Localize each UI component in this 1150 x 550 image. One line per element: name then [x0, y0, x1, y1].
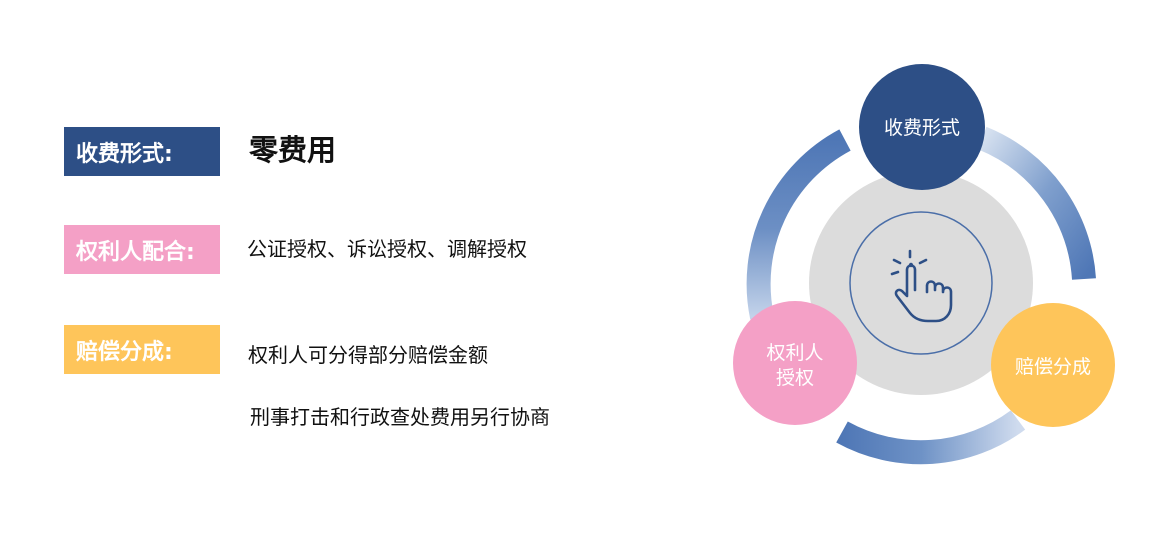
node-rights-holder-auth — [733, 301, 857, 425]
hand-click-icon — [890, 249, 953, 323]
ring-arc-top-right — [977, 126, 1096, 280]
fee-form-label: 收费形式: — [64, 127, 220, 176]
ring-arc-left — [746, 129, 851, 320]
fee-form-value: 零费用 — [249, 133, 337, 167]
node-rights-holder-auth-label-2: 授权 — [776, 367, 814, 389]
node-compensation-share — [991, 303, 1115, 427]
compensation-share-value-2: 刑事打击和行政查处费用另行协商 — [250, 405, 550, 429]
node-rights-holder-auth-label-1: 权利人 — [766, 342, 823, 364]
center-inner-ring — [849, 211, 993, 355]
compensation-share-value-1: 权利人可分得部分赔偿金额 — [248, 343, 488, 367]
rights-holder-cooperation-label: 权利人配合: — [64, 225, 220, 274]
node-fee-form-label: 收费形式 — [884, 117, 960, 139]
compensation-share-label: 赔偿分成: — [64, 325, 220, 374]
ring-arc-bottom — [836, 410, 1026, 465]
node-fee-form — [859, 64, 985, 190]
center-disk — [809, 171, 1033, 395]
rights-holder-cooperation-value: 公证授权、诉讼授权、调解授权 — [247, 237, 527, 261]
node-compensation-share-label: 赔偿分成 — [1015, 356, 1091, 378]
